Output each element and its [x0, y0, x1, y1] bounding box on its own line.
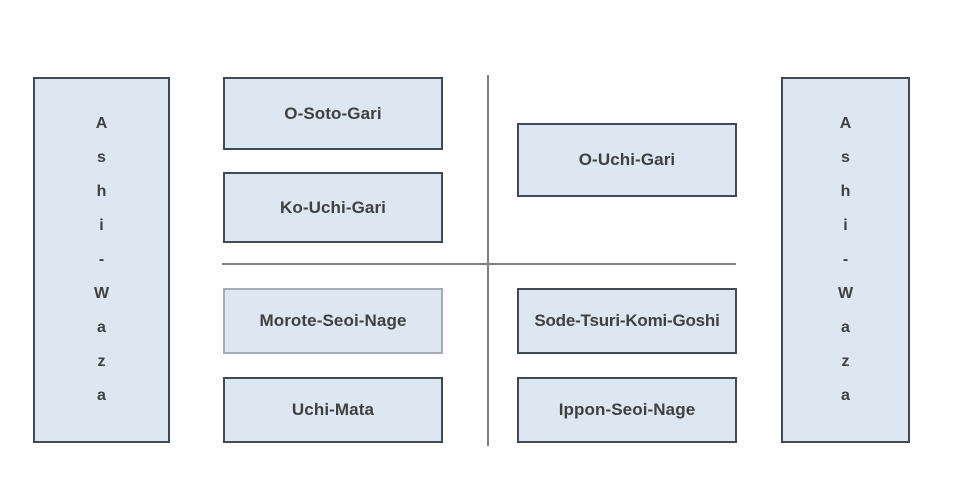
right-pillar-char: a — [841, 387, 850, 404]
node-ko-uchi-gari[interactable]: Ko-Uchi-Gari — [223, 172, 443, 243]
horizontal-divider — [222, 263, 736, 265]
right-pillar-char: z — [841, 353, 850, 370]
left-pillar-ashi-waza[interactable]: A s h i - W a z a — [33, 77, 170, 443]
right-pillar-char: W — [837, 285, 854, 302]
node-label: O-Soto-Gari — [284, 103, 382, 123]
left-pillar-char: s — [97, 149, 106, 166]
left-pillar-char: a — [97, 387, 106, 404]
right-pillar-char: s — [841, 149, 850, 166]
right-pillar-char: A — [839, 115, 852, 132]
right-pillar-ashi-waza[interactable]: A s h i - W a z a — [781, 77, 910, 443]
left-pillar-char: - — [98, 251, 105, 268]
left-pillar-char: W — [93, 285, 110, 302]
node-o-uchi-gari[interactable]: O-Uchi-Gari — [517, 123, 737, 197]
node-uchi-mata[interactable]: Uchi-Mata — [223, 377, 443, 443]
node-sode-tsuri-komi-goshi[interactable]: Sode-Tsuri-Komi-Goshi — [517, 288, 737, 354]
right-pillar-char: - — [842, 251, 849, 268]
node-label: Sode-Tsuri-Komi-Goshi — [534, 311, 720, 330]
node-label: Ko-Uchi-Gari — [279, 197, 387, 217]
left-pillar-char: h — [96, 183, 107, 200]
node-ippon-seoi-nage[interactable]: Ippon-Seoi-Nage — [517, 377, 737, 443]
right-pillar-char: i — [843, 217, 848, 234]
left-pillar-char: z — [97, 353, 106, 370]
node-label: Morote-Seoi-Nage — [259, 311, 407, 330]
left-pillar-char: A — [95, 115, 108, 132]
left-pillar-char: a — [97, 319, 106, 336]
vertical-divider — [487, 75, 489, 446]
right-pillar-char: a — [841, 319, 850, 336]
node-label: O-Uchi-Gari — [578, 150, 676, 169]
left-pillar-char: i — [99, 217, 104, 234]
node-label: Uchi-Mata — [291, 400, 375, 419]
right-pillar-char: h — [840, 183, 851, 200]
node-o-soto-gari[interactable]: O-Soto-Gari — [223, 77, 443, 150]
node-morote-seoi-nage[interactable]: Morote-Seoi-Nage — [223, 288, 443, 354]
node-label: Ippon-Seoi-Nage — [558, 400, 696, 419]
